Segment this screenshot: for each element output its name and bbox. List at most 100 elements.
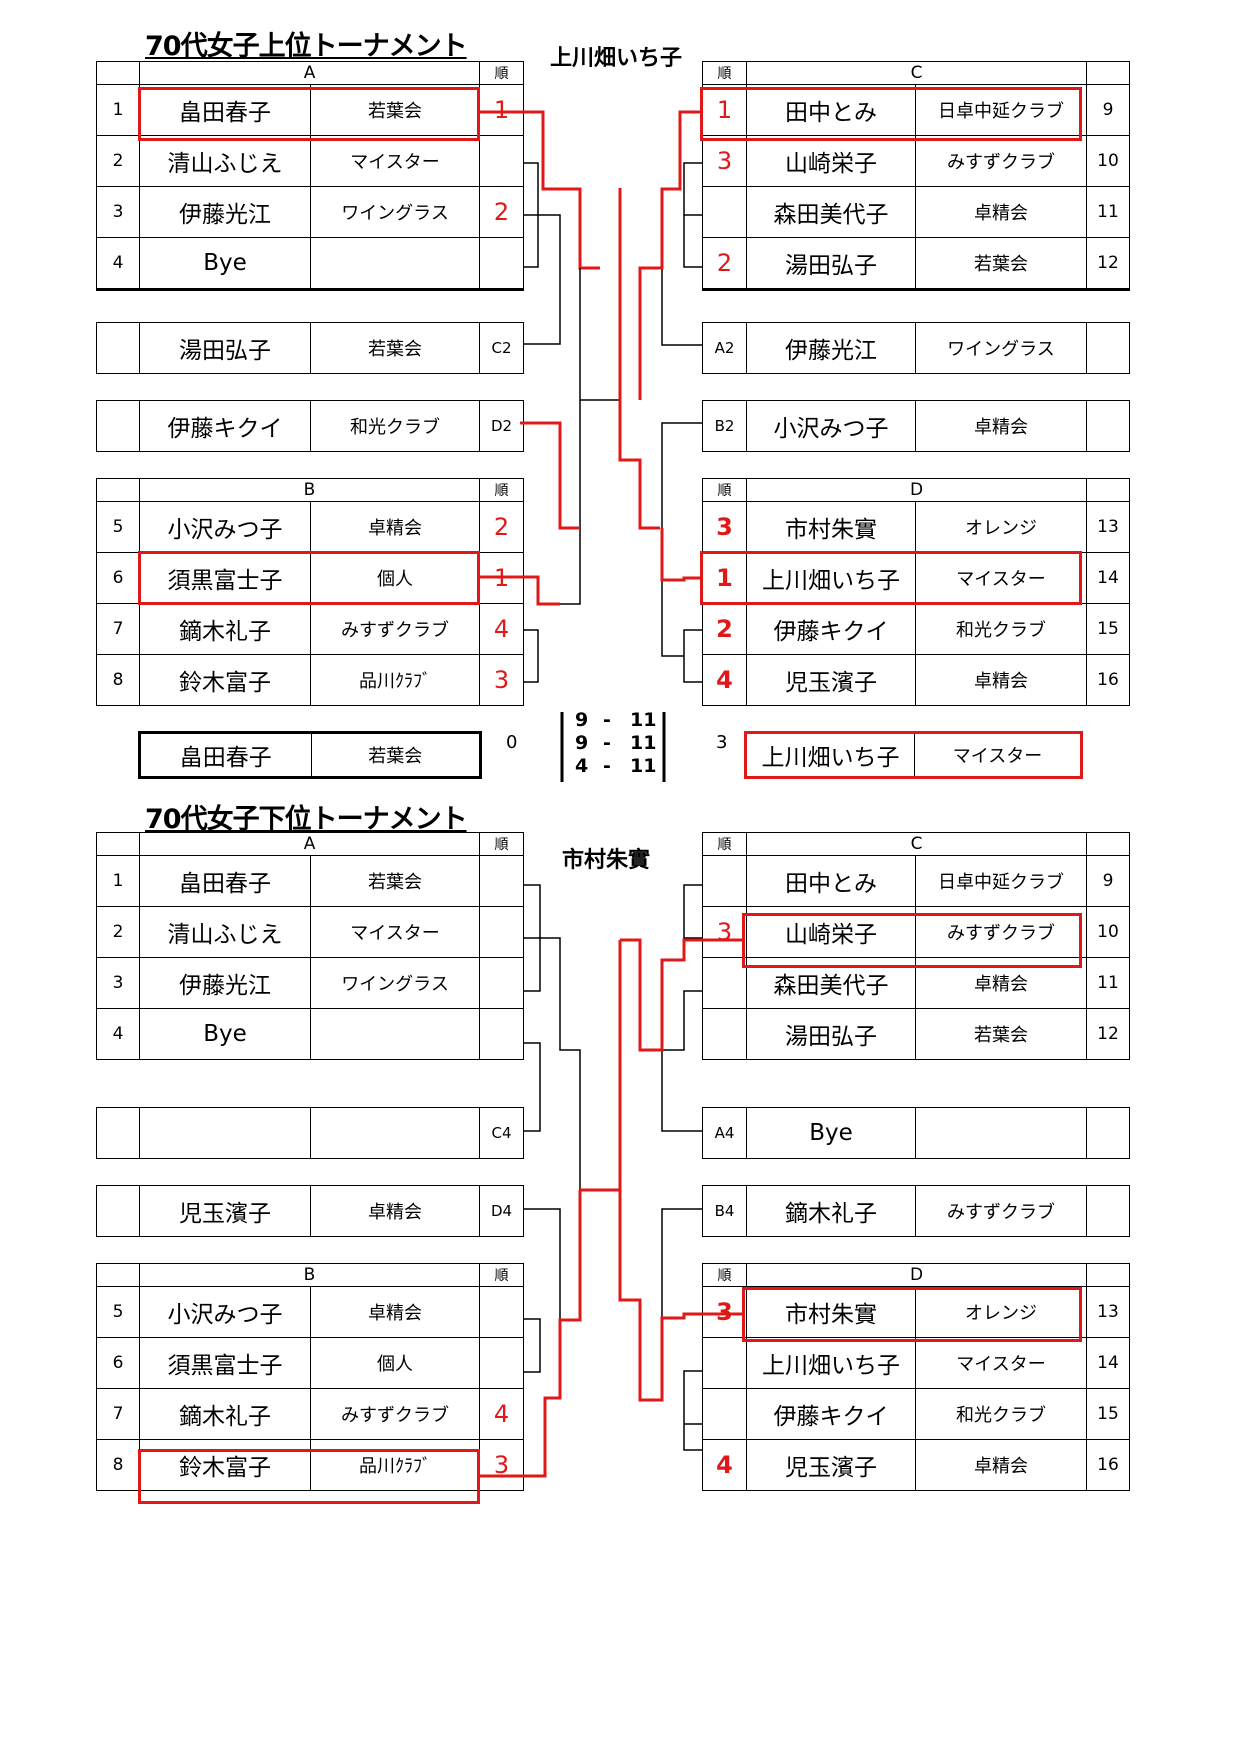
player-name: 児玉濱子 bbox=[746, 1439, 916, 1491]
player-name: 湯田弘子 bbox=[746, 237, 916, 291]
player-num: 16 bbox=[1086, 654, 1130, 706]
player-rank: 3 bbox=[479, 654, 525, 706]
final-left-name: 畠田春子 bbox=[139, 732, 312, 778]
player-club: みすずクラブ bbox=[309, 1388, 481, 1440]
player-club: 若葉会 bbox=[915, 237, 1087, 291]
slot-blank bbox=[96, 1107, 140, 1159]
slot-blank bbox=[1086, 400, 1130, 452]
player-club: 卓精会 bbox=[309, 501, 481, 553]
player-rank bbox=[479, 1337, 525, 1389]
final-right-name: 上川畑いち子 bbox=[745, 732, 915, 778]
player-num: 16 bbox=[1086, 1439, 1130, 1491]
player-name: Bye bbox=[139, 1008, 311, 1060]
player-club: みすずクラブ bbox=[915, 135, 1087, 187]
player-num: 10 bbox=[1086, 906, 1130, 958]
player-name: 清山ふじえ bbox=[139, 906, 311, 958]
slot-code: D2 bbox=[479, 400, 524, 452]
player-rank bbox=[702, 957, 747, 1009]
player-num: 2 bbox=[96, 906, 140, 958]
slot-name: 伊藤キクイ bbox=[139, 400, 311, 452]
player-rank: 2 bbox=[479, 186, 525, 238]
group-label: B bbox=[138, 1263, 481, 1287]
player-name: 鏑木礼子 bbox=[139, 1388, 311, 1440]
rank-header: 順 bbox=[702, 478, 747, 502]
player-num: 11 bbox=[1086, 186, 1130, 238]
player-rank: 4 bbox=[702, 1439, 747, 1491]
player-rank: 4 bbox=[702, 654, 747, 706]
num-header bbox=[96, 61, 140, 85]
player-num: 12 bbox=[1086, 237, 1130, 291]
player-rank bbox=[479, 237, 525, 291]
player-num: 9 bbox=[1086, 855, 1130, 907]
player-num: 13 bbox=[1086, 501, 1130, 553]
player-name: 湯田弘子 bbox=[746, 1008, 916, 1060]
player-num: 5 bbox=[96, 501, 140, 553]
player-rank: 4 bbox=[479, 603, 525, 655]
lower-slot-c4: C4 bbox=[96, 1107, 524, 1159]
player-club: ワイングラス bbox=[309, 186, 481, 238]
player-name: 田中とみ bbox=[746, 855, 916, 907]
player-club: 卓精会 bbox=[309, 1286, 481, 1338]
upper-title: 70代女子上位トーナメント bbox=[145, 31, 468, 62]
slot-name: 湯田弘子 bbox=[139, 322, 311, 374]
player-rank bbox=[702, 1008, 747, 1060]
player-name: 山崎栄子 bbox=[746, 135, 916, 187]
player-num: 15 bbox=[1086, 1388, 1130, 1440]
player-rank: 3 bbox=[479, 1439, 525, 1491]
slot-blank bbox=[1086, 1185, 1130, 1237]
slot-name: 児玉濱子 bbox=[139, 1185, 311, 1237]
player-club: オレンジ bbox=[915, 1286, 1087, 1338]
player-num: 11 bbox=[1086, 957, 1130, 1009]
player-club: 日卓中延クラブ bbox=[915, 855, 1087, 907]
slot-club: 和光クラブ bbox=[310, 400, 480, 452]
slot-code: A2 bbox=[702, 322, 747, 374]
player-club bbox=[309, 237, 481, 291]
player-name: 須黒富士子 bbox=[139, 552, 311, 604]
player-rank bbox=[479, 1008, 525, 1060]
slot-blank bbox=[1086, 322, 1130, 374]
player-name: 畠田春子 bbox=[139, 84, 311, 136]
game-score-left: 9 bbox=[575, 709, 589, 731]
slot-code: A4 bbox=[702, 1107, 747, 1159]
player-rank: 4 bbox=[479, 1388, 525, 1440]
num-header bbox=[1086, 61, 1130, 85]
game-score-left: 4 bbox=[575, 755, 589, 777]
slot-name: 鏑木礼子 bbox=[746, 1185, 916, 1237]
upper-winner: 上川畑いち子 bbox=[550, 46, 683, 71]
final-left-entry: 畠田春子若葉会 bbox=[138, 731, 482, 779]
slot-code: D4 bbox=[479, 1185, 524, 1237]
player-club: みすずクラブ bbox=[309, 603, 481, 655]
player-num: 4 bbox=[96, 1008, 140, 1060]
player-name: 森田美代子 bbox=[746, 186, 916, 238]
slot-blank bbox=[1086, 1107, 1130, 1159]
slot-club bbox=[310, 1107, 480, 1159]
group-label: A bbox=[138, 832, 481, 856]
game-score-sep: - bbox=[603, 709, 611, 731]
rank-header: 順 bbox=[479, 61, 525, 85]
game-score-sep: - bbox=[603, 732, 611, 754]
slot-name: 伊藤光江 bbox=[746, 322, 916, 374]
player-name: 上川畑いち子 bbox=[746, 1337, 916, 1389]
lower-title: 70代女子下位トーナメント bbox=[145, 804, 468, 835]
player-club bbox=[309, 1008, 481, 1060]
player-name: 鈴木富子 bbox=[139, 654, 311, 706]
player-num: 14 bbox=[1086, 552, 1130, 604]
game-score-right: 11 bbox=[630, 709, 657, 731]
player-rank: 1 bbox=[702, 84, 747, 136]
final-left-club: 若葉会 bbox=[310, 732, 481, 778]
game-score-left: 9 bbox=[575, 732, 589, 754]
player-num: 7 bbox=[96, 1388, 140, 1440]
rank-header: 順 bbox=[702, 61, 747, 85]
num-header bbox=[1086, 478, 1130, 502]
slot-club: ワイングラス bbox=[915, 322, 1087, 374]
player-club: 和光クラブ bbox=[915, 1388, 1087, 1440]
player-name: 伊藤光江 bbox=[139, 186, 311, 238]
player-name: 田中とみ bbox=[746, 84, 916, 136]
player-club: 品川ｸﾗﾌﾞ bbox=[309, 654, 481, 706]
player-name: 伊藤キクイ bbox=[746, 1388, 916, 1440]
